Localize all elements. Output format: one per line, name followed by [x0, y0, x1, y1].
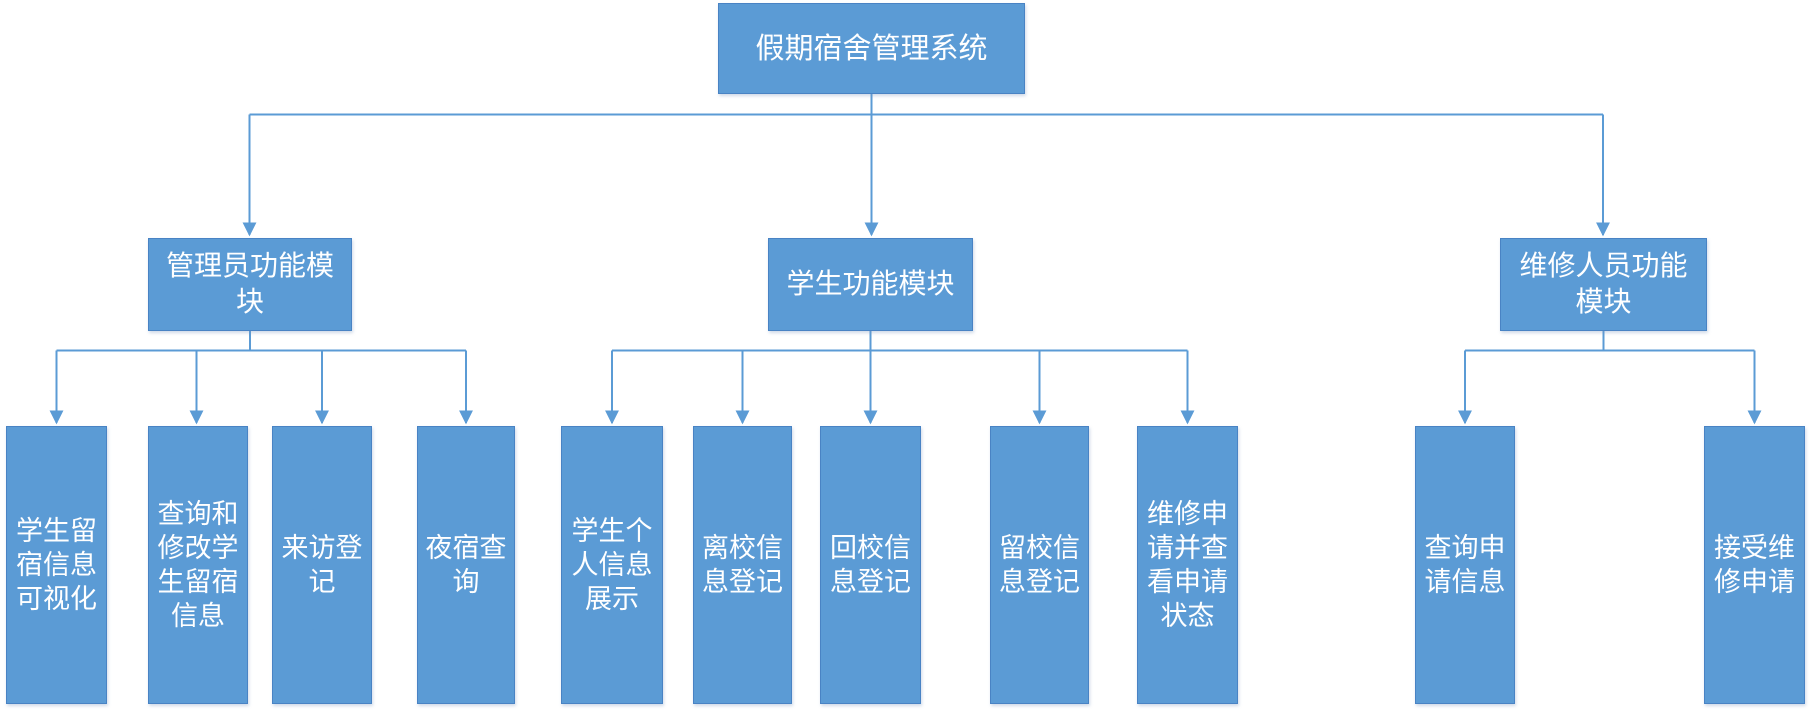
node-admin-child-2: 查询和修改学生留宿信息 [148, 426, 248, 704]
connectors-root-to-modules [242, 94, 1610, 237]
node-admin-child-4: 夜宿查询 [417, 426, 515, 704]
node-label: 管理员功能模块 [165, 250, 334, 318]
node-label: 学生功能模块 [786, 268, 955, 300]
node-label: 维修人员功能模块 [1519, 250, 1688, 318]
node-maintenance-child-2: 接受维修申请 [1704, 426, 1805, 704]
node-label: 回校信息登记 [830, 533, 911, 597]
node-label: 接受维修申请 [1714, 533, 1795, 597]
node-label: 维修申请并查看申请状态 [1147, 499, 1228, 631]
node-student-child-1: 学生个人信息展示 [561, 426, 663, 704]
node-label: 夜宿查询 [425, 533, 507, 597]
node-admin-child-1: 学生留宿信息可视化 [6, 426, 107, 704]
node-student-child-2: 离校信息登记 [693, 426, 792, 704]
node-admin-child-3: 来访登记 [272, 426, 372, 704]
node-student-module: 学生功能模块 [768, 238, 973, 331]
node-student-child-5: 维修申请并查看申请状态 [1137, 426, 1238, 704]
node-label: 查询和修改学生留宿信息 [157, 499, 239, 631]
node-label: 来访登记 [281, 533, 363, 597]
node-student-child-4: 留校信息登记 [990, 426, 1089, 704]
node-student-child-3: 回校信息登记 [820, 426, 921, 704]
node-label: 离校信息登记 [702, 533, 783, 597]
node-maintenance-child-1: 查询申请信息 [1415, 426, 1515, 704]
node-admin-module: 管理员功能模块 [148, 238, 352, 331]
connectors-maintenance-module [1458, 331, 1762, 425]
node-root-system: 假期宿舍管理系统 [718, 3, 1025, 94]
node-label: 学生个人信息展示 [571, 516, 653, 614]
node-label: 留校信息登记 [999, 533, 1080, 597]
node-label: 假期宿舍管理系统 [755, 32, 988, 65]
node-label: 学生留宿信息可视化 [16, 516, 97, 614]
node-label: 查询申请信息 [1424, 533, 1506, 597]
connectors-student-module [605, 331, 1195, 425]
connectors-admin-module [49, 331, 473, 425]
node-maintenance-module: 维修人员功能模块 [1500, 238, 1707, 331]
